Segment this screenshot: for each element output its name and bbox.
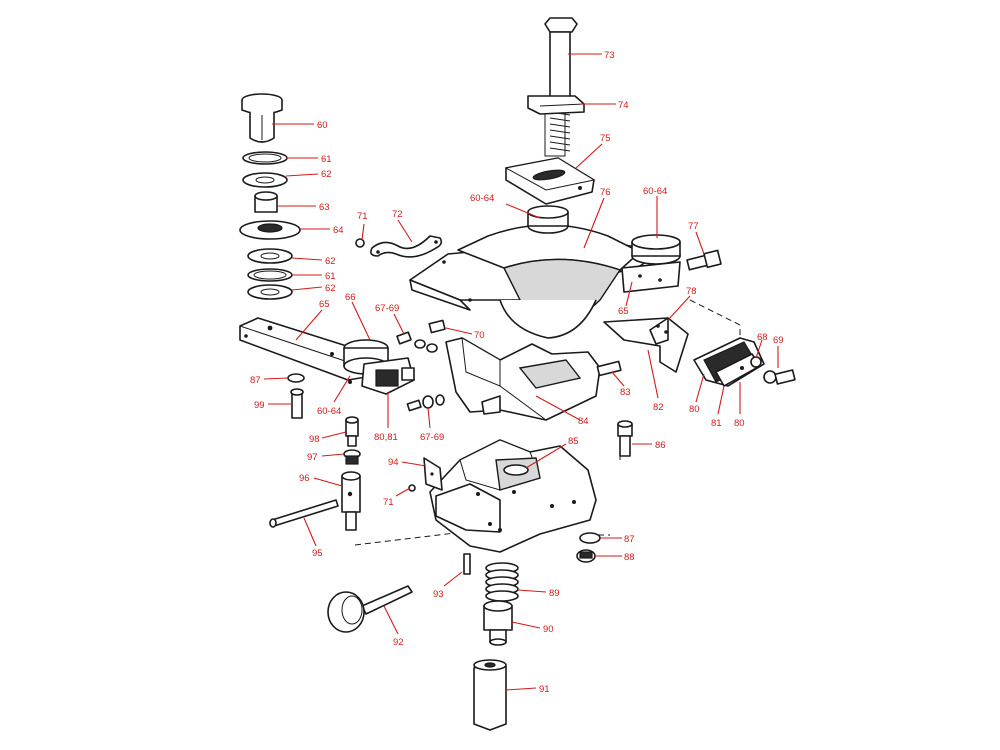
callout-69: 69 — [773, 335, 784, 346]
callout-78: 78 — [686, 286, 697, 297]
callout-86: 86 — [655, 440, 666, 451]
callout-90: 90 — [543, 624, 554, 635]
pin-part — [241, 93, 283, 143]
square-washer-part — [527, 95, 585, 115]
cap-screw-part — [686, 249, 722, 271]
angle-bracket-part — [603, 317, 689, 373]
callout-95: 95 — [312, 548, 323, 559]
callout-93: 93 — [433, 589, 444, 600]
callout-85: 85 — [568, 436, 579, 447]
callout-74: 74 — [618, 100, 629, 111]
lever-stud-part — [341, 471, 361, 531]
spring-part — [485, 562, 519, 602]
long-bolt-part — [544, 17, 578, 157]
callout-88: 88 — [624, 552, 635, 563]
callout-64: 64 — [333, 225, 344, 236]
callout-labels: 73 74 75 76 60 61 62 63 64 62 61 62 — [250, 50, 784, 695]
pivot-block-part — [343, 339, 415, 395]
callout-73: 73 — [604, 50, 615, 61]
callout-60-64-center: 60-64 — [470, 193, 494, 204]
callout-96: 96 — [299, 473, 310, 484]
pin-small-part — [463, 553, 471, 575]
callout-63: 63 — [319, 202, 330, 213]
callout-94: 94 — [388, 457, 399, 468]
left-fasteners — [287, 373, 361, 465]
callout-65-right: 65 — [618, 306, 629, 317]
callout-72: 72 — [392, 209, 403, 220]
curved-strap-part — [370, 235, 443, 258]
callout-70: 70 — [474, 330, 485, 341]
callout-67-69-lower: 67-69 — [420, 432, 444, 443]
right-bolt-part — [617, 420, 633, 457]
callout-61-bottom: 61 — [325, 271, 336, 282]
small-screw-part — [355, 238, 365, 248]
main-housing-part — [409, 205, 681, 339]
callout-83: 83 — [620, 387, 631, 398]
callout-97: 97 — [307, 452, 318, 463]
callout-67-69-top: 67-69 — [375, 303, 399, 314]
clamp-plate-part — [504, 157, 596, 205]
callout-65-left: 65 — [319, 299, 330, 310]
callout-92: 92 — [393, 637, 404, 648]
plunger-part — [483, 600, 513, 646]
hex-sleeve-part — [473, 659, 507, 731]
cap-screw-small-part — [596, 360, 622, 377]
carriage-part — [445, 337, 601, 421]
callout-81: 81 — [711, 418, 722, 429]
callout-75: 75 — [600, 133, 611, 144]
callout-89: 89 — [549, 588, 560, 599]
callout-99: 99 — [254, 400, 265, 411]
callout-62-top: 62 — [321, 169, 332, 180]
callout-91: 91 — [539, 684, 550, 695]
nut-washer-part — [576, 532, 601, 563]
base-housing-part — [429, 439, 597, 553]
callout-71-lower: 71 — [383, 497, 394, 508]
callout-82: 82 — [653, 402, 664, 413]
callout-87-left: 87 — [250, 375, 261, 386]
callout-62-middle: 62 — [325, 256, 336, 267]
callout-60-64-lower: 60-64 — [317, 406, 341, 417]
callout-98: 98 — [309, 434, 320, 445]
callout-71-top: 71 — [357, 211, 368, 222]
small-plate-part — [408, 457, 443, 492]
callout-80-81: 80,81 — [374, 432, 398, 443]
callout-61-top: 61 — [321, 154, 332, 165]
knob-part — [327, 585, 413, 633]
callout-68: 68 — [757, 332, 768, 343]
callout-66: 66 — [345, 292, 356, 303]
callout-76: 76 — [600, 187, 611, 198]
bearing-stack — [239, 151, 301, 300]
rod-part — [269, 499, 339, 528]
callout-80-left: 80 — [689, 404, 700, 415]
callout-80-right: 80 — [734, 418, 745, 429]
callout-60: 60 — [317, 120, 328, 131]
callout-60-64-right: 60-64 — [643, 186, 667, 197]
callout-84: 84 — [578, 416, 589, 427]
washer-screw-part — [750, 356, 796, 385]
callout-87-right: 87 — [624, 534, 635, 545]
callout-62-bottom: 62 — [325, 283, 336, 294]
callout-77: 77 — [688, 221, 699, 232]
